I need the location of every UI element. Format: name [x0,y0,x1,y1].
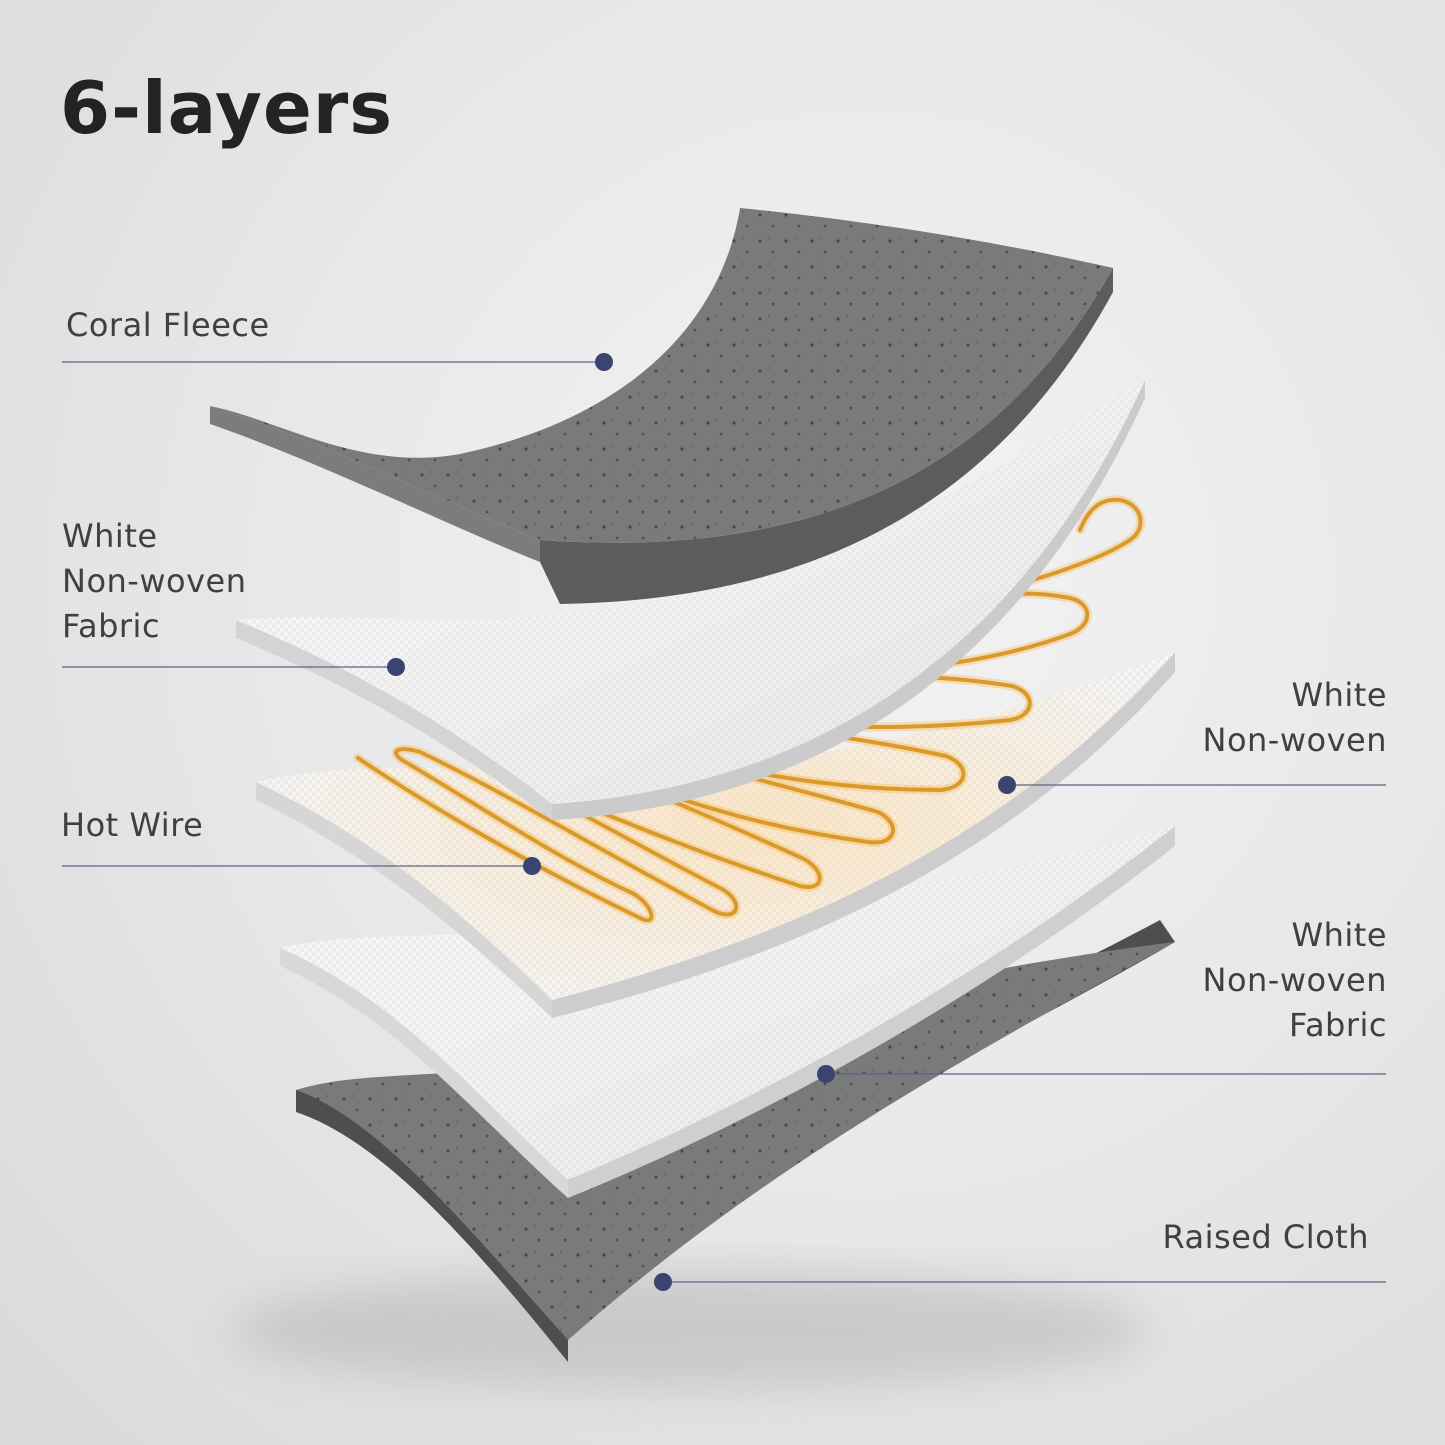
label-white-non-woven: White Non-woven [1203,673,1388,763]
hot-wire [353,495,1145,925]
white-non-woven-fabric-bottom-layer [280,826,1175,1198]
label-line: White [1291,676,1387,714]
label-line: Raised Cloth [1162,1218,1369,1256]
coral-fleece-layer [210,208,1113,604]
page-title: 6-layers [60,66,394,150]
label-white-non-woven-fabric-bottom: White Non-woven Fabric [1203,913,1388,1048]
label-hot-wire: Hot Wire [61,803,203,848]
leader-white-non-woven-fabric-bottom [817,1065,1386,1083]
leader-white-non-woven [998,776,1386,794]
marker-dot [387,658,405,676]
white-non-woven-layer [256,652,1175,1018]
label-line: Non-woven [1202,721,1387,759]
leader-white-non-woven-fabric-top [62,658,405,676]
leader-raised-cloth [654,1273,1386,1291]
label-line: Non-woven [1202,961,1387,999]
label-line: Fabric [1288,1006,1387,1044]
floor-shadow [230,1270,1150,1390]
label-line: Fabric [62,607,161,645]
marker-dot [595,353,613,371]
label-line: Hot Wire [61,806,204,844]
marker-dot [998,776,1016,794]
label-white-non-woven-fabric-top: White Non-woven Fabric [62,514,247,649]
label-line: White [1291,916,1387,954]
label-line: White [62,517,158,555]
leader-hot-wire [62,857,541,875]
raised-cloth-layer [296,920,1175,1362]
marker-dot [523,857,541,875]
marker-dot [654,1273,672,1291]
white-non-woven-fabric-top-layer [236,380,1145,820]
label-line: Coral Fleece [66,306,270,344]
label-line: Non-woven [62,562,247,600]
leader-coral-fleece [62,353,613,371]
marker-dot [817,1065,835,1083]
label-coral-fleece: Coral Fleece [66,303,270,348]
label-raised-cloth: Raised Cloth [1162,1215,1369,1260]
